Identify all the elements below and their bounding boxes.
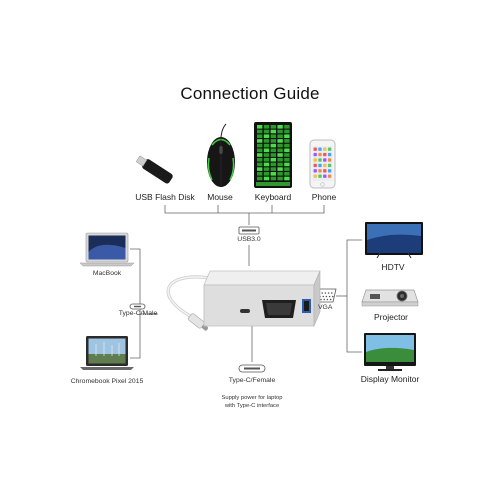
macbook-icon <box>79 232 135 267</box>
usb-flash-disk-icon <box>135 155 173 184</box>
keyboard-icon <box>254 122 292 188</box>
top-bus-line <box>164 205 325 214</box>
label-usb3: USB3.0 <box>237 236 261 243</box>
power-supply-note-line2: with Type-C interface <box>224 403 280 409</box>
power-supply-note-line1: Supply power for laptop <box>221 395 283 401</box>
hdtv-icon <box>365 222 423 259</box>
label-hdtv: HDTV <box>381 262 405 272</box>
left-bracket-line <box>130 248 141 359</box>
label-keyboard: Keyboard <box>254 192 292 202</box>
usb-port-icon <box>238 226 260 235</box>
label-type-c-female: Type-C/Female <box>228 377 276 384</box>
right-bracket-line <box>346 239 362 353</box>
label-type-c-male: Type-C/Male <box>118 310 158 317</box>
usb-c-adapter-icon <box>166 270 321 331</box>
label-projector: Projector <box>373 312 409 322</box>
type-c-male-port-icon <box>129 303 146 310</box>
power-supply-note: Supply power for laptop with Type-C inte… <box>222 394 283 410</box>
label-phone: Phone <box>311 192 337 202</box>
chromebook-icon <box>80 336 134 370</box>
label-mouse: Mouse <box>207 192 233 202</box>
phone-icon <box>309 139 336 189</box>
type-c-female-port-icon <box>238 364 266 373</box>
display-monitor-icon <box>364 333 416 371</box>
mouse-icon <box>207 123 235 187</box>
diagram-title: Connection Guide <box>180 84 320 103</box>
label-usb-flash-disk: USB Flash Disk <box>135 192 195 202</box>
label-chromebook: Chromebook Pixel 2015 <box>70 378 144 385</box>
label-display-monitor: Display Monitor <box>360 374 420 384</box>
label-macbook: MacBook <box>92 270 122 277</box>
projector-icon <box>361 289 419 307</box>
label-vga: VGA <box>318 304 333 311</box>
